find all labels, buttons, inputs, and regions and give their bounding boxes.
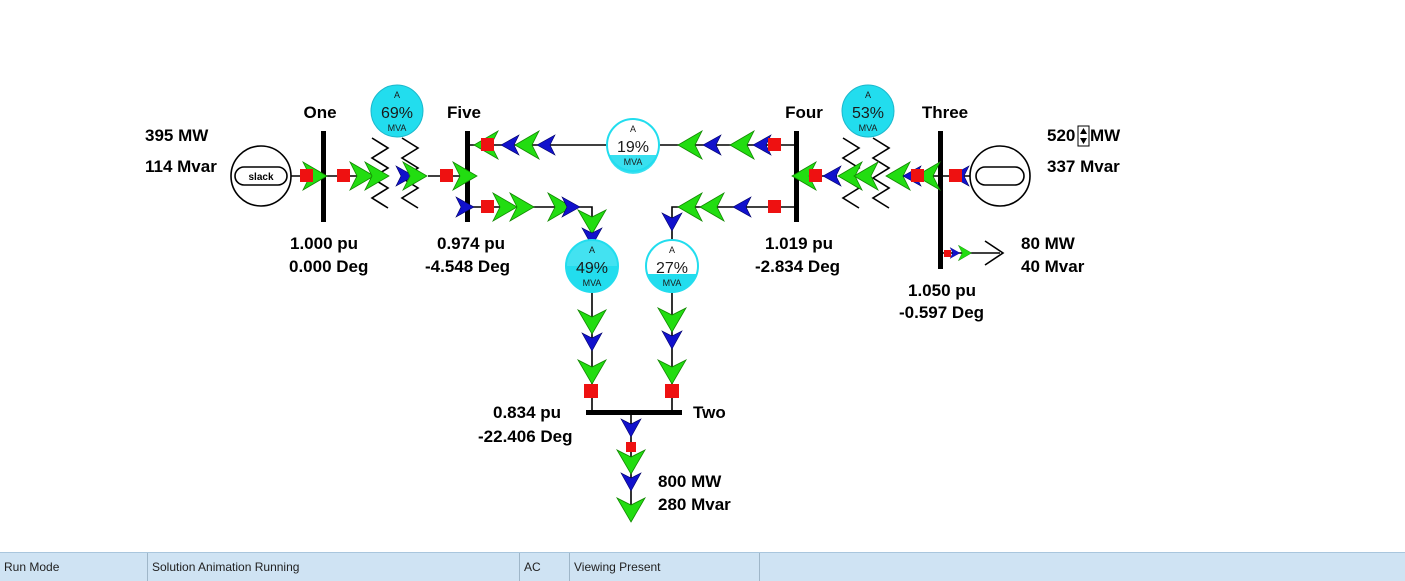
gauge-label-a: A [669,245,675,255]
gauge-line-five-two[interactable]: A 49% MVA [565,239,619,293]
bus-five-voltage: 0.974 pu [437,234,505,253]
branch-lines [291,144,1000,520]
breaker-line-five-two[interactable] [481,200,494,213]
load-three-arrowhead [984,240,1005,266]
breaker-load-three[interactable] [944,250,951,257]
breakers[interactable] [300,138,962,452]
breaker-xfmr-three[interactable] [911,169,924,182]
load-two-mvar: 280 Mvar [658,495,731,514]
bus-three-angle: -0.597 Deg [899,303,984,322]
breaker-gen-three[interactable] [949,169,962,182]
bus-five-angle: -4.548 Deg [425,257,510,276]
bus-one-voltage: 1.000 pu [290,234,358,253]
bus-four-angle: -2.834 Deg [755,257,840,276]
bus-three-name: Three [922,103,968,122]
bus-three-bar[interactable] [938,131,943,269]
bus-two-bar[interactable] [586,410,682,415]
breaker-line-five-top[interactable] [481,138,494,151]
gauge-xfmr-one-five[interactable]: A 69% MVA [370,84,424,138]
gauge-percent: 53% [852,105,884,122]
gauge-label-a: A [394,90,400,100]
breaker-line-four-two[interactable] [768,200,781,213]
gauge-label-mva: MVA [859,123,878,133]
breaker-two-left[interactable] [584,384,598,398]
breaker-xfmr-four[interactable] [809,169,822,182]
gen-one-mw: 395 MW [145,126,209,145]
gauge-label-mva: MVA [583,278,602,288]
bus-three-voltage: 1.050 pu [908,281,976,300]
oneline-diagram[interactable]: slack [0,0,1405,552]
bus-one-name: One [303,103,336,122]
gauge-label-mva: MVA [663,278,682,288]
status-bar: Run Mode Solution Animation Running AC V… [0,552,1405,581]
status-animation: Solution Animation Running [148,553,520,581]
load-three-mvar: 40 Mvar [1021,257,1085,276]
status-solution-type: AC [520,553,570,581]
bus-five-name: Five [447,103,481,122]
gauge-xfmr-four-three[interactable]: A 53% MVA [841,84,895,138]
breaker-xfmr-five[interactable] [440,169,453,182]
gauge-line-four-five[interactable]: A 19% MVA [606,118,660,174]
flow-arrows [302,130,972,523]
status-mode: Run Mode [0,553,148,581]
gauge-percent: 69% [381,105,413,122]
bus-two-name: Two [693,403,726,422]
status-viewing: Viewing Present [570,553,760,581]
gauge-label-a: A [589,245,595,255]
generator-one[interactable]: slack [230,145,292,207]
bus-one-angle: 0.000 Deg [289,257,368,276]
gen-three-mw-spinner[interactable] [1077,125,1090,147]
breaker-gen-one[interactable] [300,169,313,182]
gen-three-mw-value: 520 [1047,126,1075,145]
gen-one-mvar: 114 Mvar [145,157,217,176]
gauge-label-mva: MVA [624,157,643,167]
gauge-line-four-two[interactable]: A 27% MVA [645,239,699,293]
status-empty [760,553,1405,581]
gauge-label-a: A [865,90,871,100]
breaker-load-two[interactable] [626,442,636,452]
gauge-percent: 27% [656,260,688,277]
breaker-xfmr-one[interactable] [337,169,350,182]
slack-label: slack [248,172,273,183]
bus-two-angle: -22.406 Deg [478,427,573,446]
load-three-mw: 80 MW [1021,234,1076,253]
gauge-label-mva: MVA [388,123,407,133]
generator-three[interactable] [969,145,1031,207]
gauge-percent: 19% [617,139,649,156]
bus-two-voltage: 0.834 pu [493,403,561,422]
load-two-mw: 800 MW [658,472,722,491]
gen-three-mvar: 337 Mvar [1047,157,1120,176]
gen-three-mw-unit: MW [1090,126,1121,145]
gauge-percent: 49% [576,260,608,277]
bus-four-voltage: 1.019 pu [765,234,833,253]
breaker-two-right[interactable] [665,384,679,398]
gauge-label-a: A [630,124,636,134]
bus-four-name: Four [785,103,823,122]
breaker-line-four-top[interactable] [768,138,781,151]
